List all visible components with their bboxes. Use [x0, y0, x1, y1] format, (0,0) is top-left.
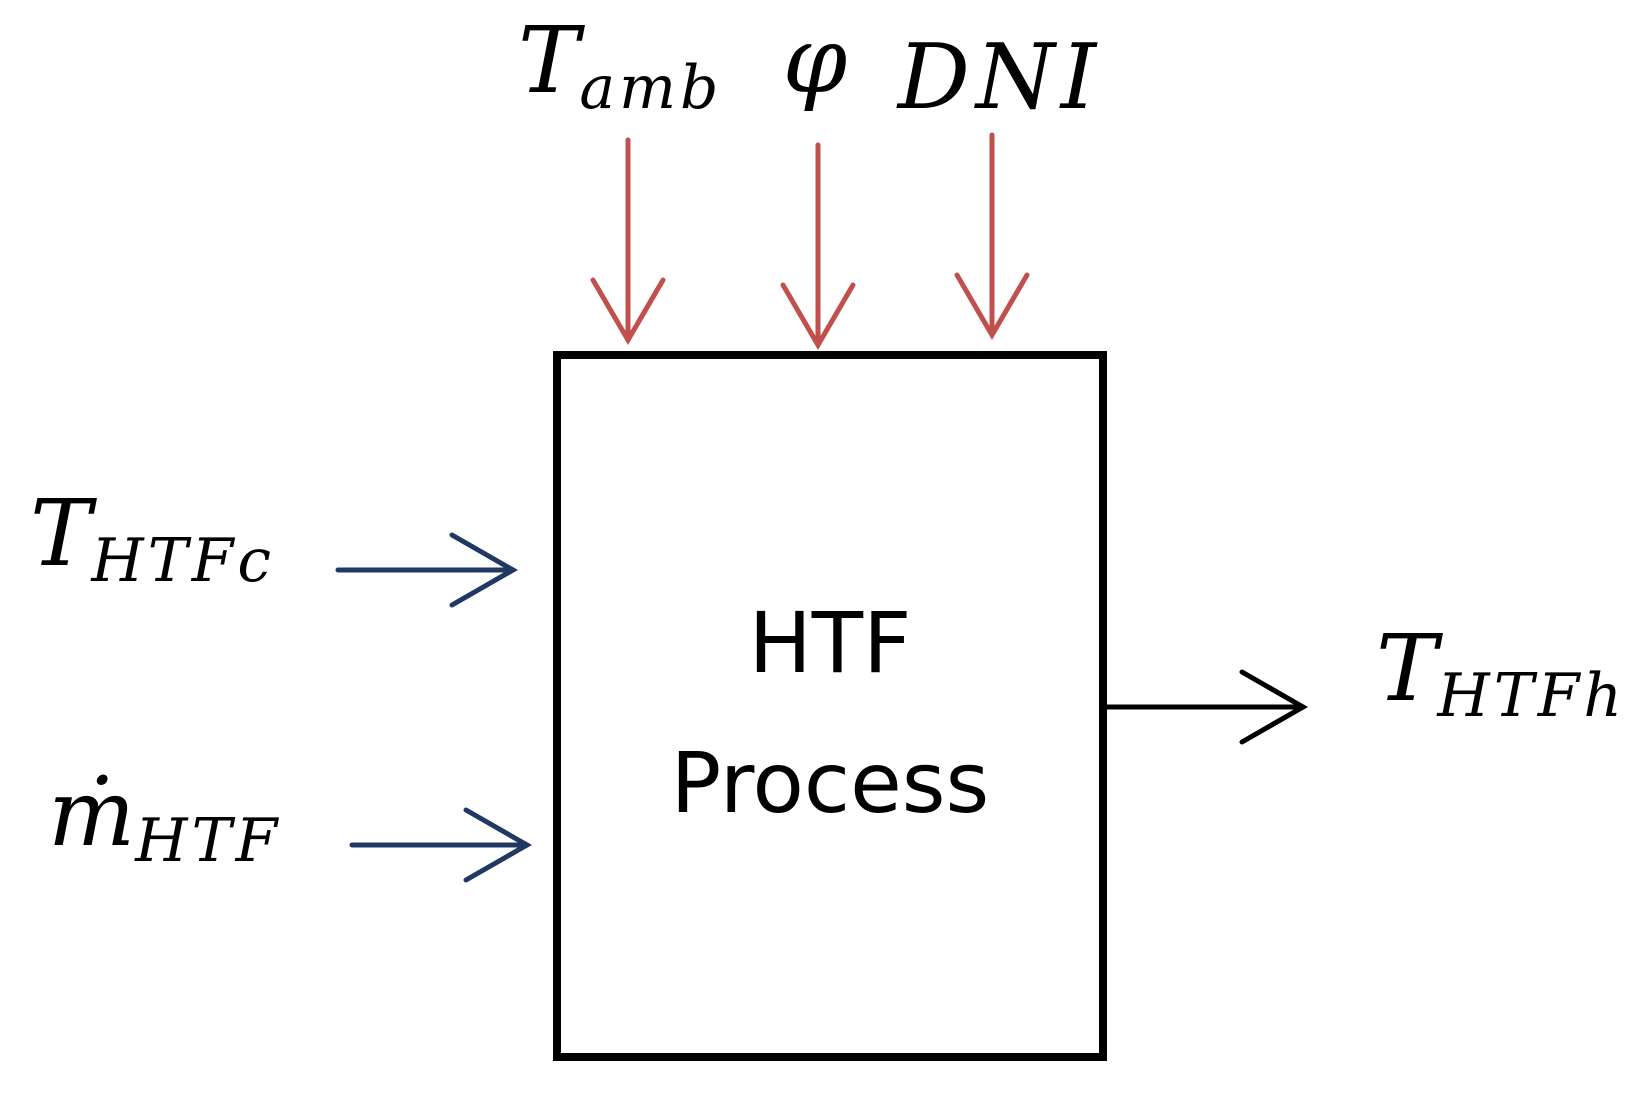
output-label-t-htfh: THTFh — [1376, 615, 1626, 731]
input-label-t-amb: Tamb — [518, 7, 722, 123]
arrow-mdot-htf — [349, 807, 533, 883]
arrow-t-htfh — [1103, 669, 1309, 745]
input-label-t-htfc: THTFc — [30, 480, 275, 596]
input-label-mdot-htf: ṁHTF — [48, 760, 281, 876]
arrow-t-htfc — [335, 532, 519, 608]
process-label-line1: HTF — [749, 594, 912, 692]
arrow-t-amb — [590, 137, 666, 345]
input-label-dni: DNI — [896, 25, 1102, 130]
arrow-phi — [780, 142, 856, 350]
process-block — [553, 351, 1107, 1061]
input-label-phi: φ — [783, 7, 848, 114]
process-label-line2: Process — [671, 734, 990, 832]
arrow-dni — [954, 132, 1030, 340]
